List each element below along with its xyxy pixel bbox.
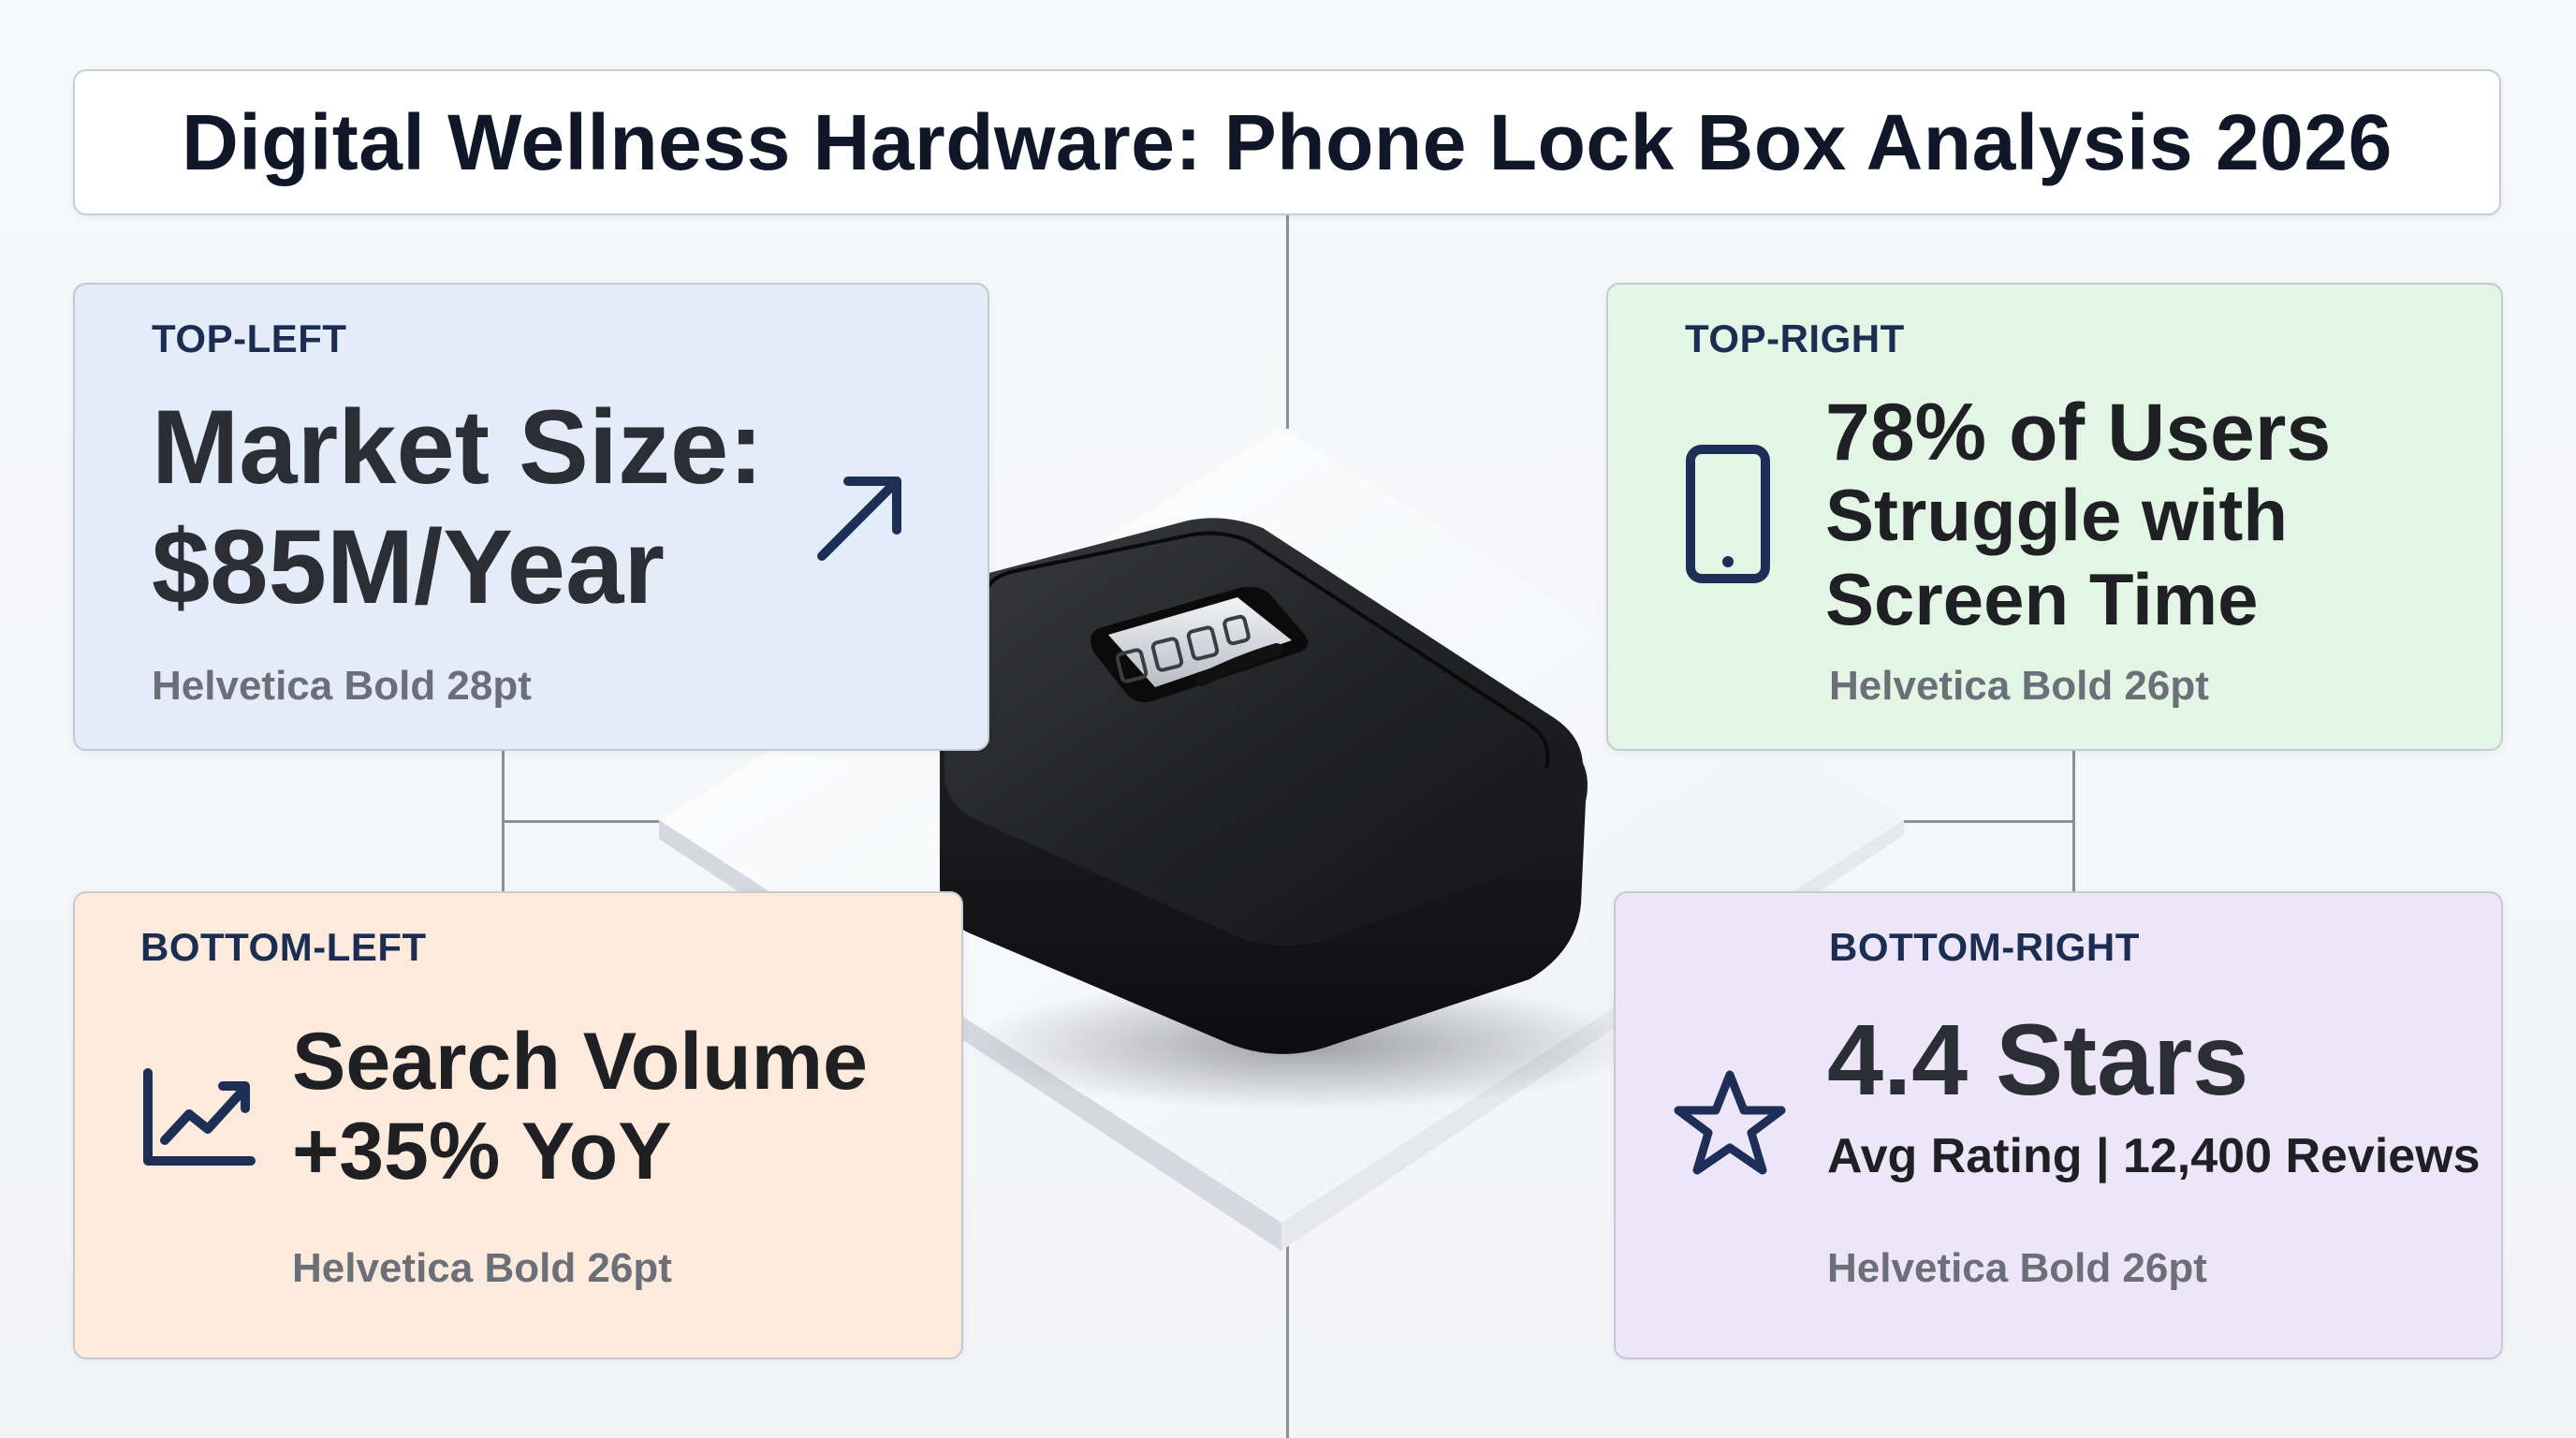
card-font-note: Helvetica Bold 28pt [152,663,532,709]
card-tag: BOTTOM-RIGHT [1829,925,2140,969]
connector-line-right-horizontal [1835,820,2074,823]
card-headline-line3: Screen Time [1825,558,2259,640]
card-headline-line1: 78% of Users [1825,388,2332,477]
card-tag: TOP-RIGHT [1685,316,1905,360]
card-headline: 4.4 Stars [1827,1003,2249,1116]
card-tag: BOTTOM-LEFT [140,925,427,969]
card-headline-line2: +35% YoY [292,1107,672,1196]
connector-line-left-horizontal [502,820,736,823]
card-bottom-left: BOTTOM-LEFT Search Volume +35% YoY Helve… [73,891,963,1359]
connector-line-bottom-center [1286,1245,1289,1438]
smartphone-icon [1686,445,1770,583]
card-top-left: TOP-LEFT Market Size: $85M/Year Helvetic… [73,283,989,751]
card-headline-line2: Struggle with [1825,474,2288,556]
title-banner: Digital Wellness Hardware: Phone Lock Bo… [73,69,2501,215]
connector-line-top-center [1286,215,1289,429]
card-headline-line2: $85M/Year [152,508,665,625]
card-headline-line1: Market Size: [152,389,764,506]
card-subline: Avg Rating | 12,400 Reviews [1827,1129,2481,1183]
star-icon [1674,1070,1786,1175]
card-tag: TOP-LEFT [152,316,347,360]
card-font-note: Helvetica Bold 26pt [1829,663,2209,709]
card-font-note: Helvetica Bold 26pt [292,1245,672,1291]
card-font-note: Helvetica Bold 26pt [1827,1245,2207,1291]
card-bottom-right: BOTTOM-RIGHT 4.4 Stars Avg Rating | 12,4… [1614,891,2503,1359]
card-top-right: TOP-RIGHT 78% of Users Struggle with Scr… [1606,283,2503,751]
page-title: Digital Wellness Hardware: Phone Lock Bo… [182,97,2393,186]
arrow-up-right-icon [817,477,901,561]
trend-chart-icon [143,1068,256,1166]
card-headline-line1: Search Volume [292,1017,868,1107]
